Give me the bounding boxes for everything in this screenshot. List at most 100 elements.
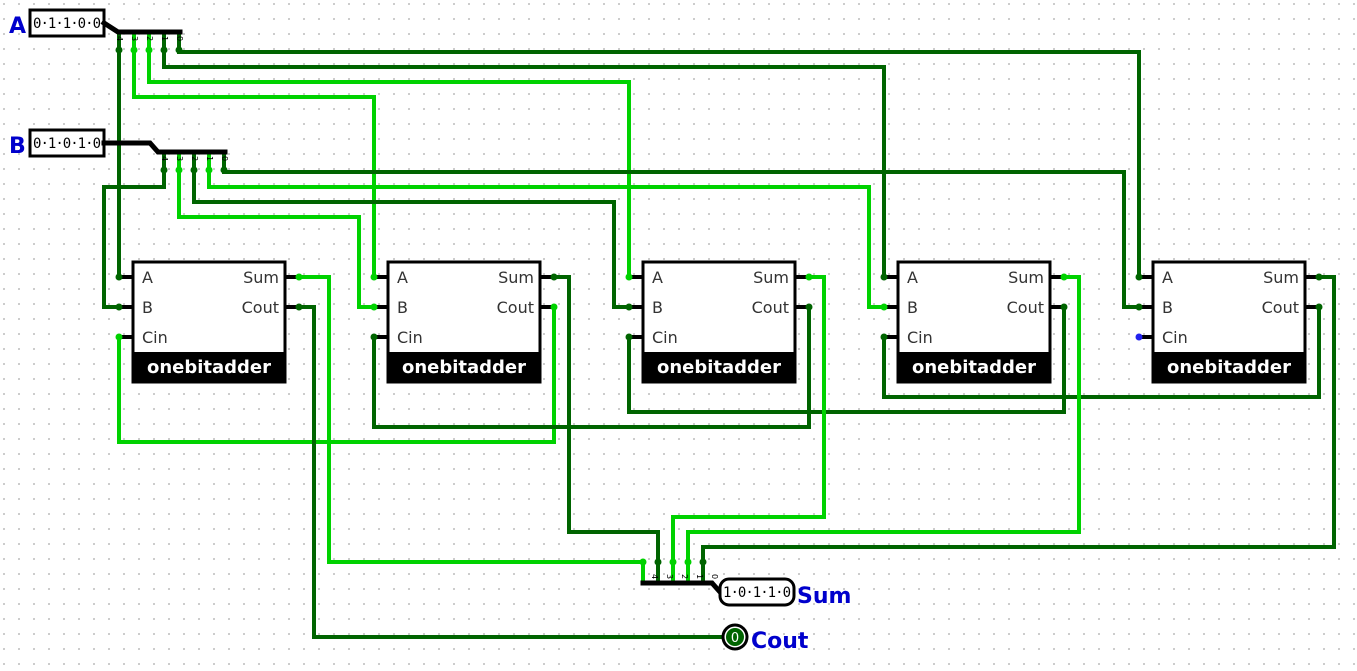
- junction-dot: [130, 46, 138, 54]
- splitter-b-index-1: 1: [205, 156, 214, 161]
- splitter-a-index-4: 4: [115, 36, 124, 41]
- pin-label-a: A: [652, 268, 663, 287]
- junction-dot: [205, 166, 213, 174]
- junction-dot: [145, 46, 153, 54]
- junction-dot: [370, 273, 378, 281]
- splitter-b-index-4: 4: [160, 156, 169, 161]
- junction-dot: [654, 558, 662, 566]
- pin-label-cin: Cin: [907, 328, 933, 347]
- junction-dot: [880, 273, 888, 281]
- wire-sum4[interactable]: [283, 275, 645, 582]
- junction-dot: [805, 273, 813, 281]
- junction-dot: [1315, 273, 1323, 281]
- wire-a4-to-adder0-a[interactable]: [117, 33, 135, 279]
- splitter-a-index-2: 2: [145, 36, 154, 41]
- wire-sum2[interactable]: [671, 275, 826, 582]
- pin-label-cin: Cin: [652, 328, 678, 347]
- junction-dot: [370, 333, 378, 341]
- pin-label-sum: Sum: [243, 268, 279, 287]
- input-a-bits: 0·1·1·0·0: [33, 16, 101, 32]
- adder-title-bar: [133, 352, 285, 382]
- input-b-label: B: [9, 134, 26, 159]
- junction-dot: [115, 273, 123, 281]
- adder-title-bar: [643, 352, 795, 382]
- junction-dot: [295, 273, 303, 281]
- output-pin-cout: 0 Cout: [721, 623, 809, 654]
- wire-sum3[interactable]: [538, 275, 660, 582]
- junction-dot: [625, 333, 633, 341]
- wire-sum0[interactable]: [701, 275, 1336, 582]
- junction-dot: [160, 166, 168, 174]
- input-a-label: A: [9, 14, 26, 39]
- junction-dot: [684, 558, 692, 566]
- splitter-b-bus: [101, 140, 228, 155]
- pin-label-sum: Sum: [753, 268, 789, 287]
- pin-label-b: B: [142, 298, 153, 317]
- junction-dot: [625, 273, 633, 281]
- pin-label-sum: Sum: [1263, 268, 1299, 287]
- adder-title-bar: [1153, 352, 1305, 382]
- pin-label-cin: Cin: [142, 328, 168, 347]
- adder-title: onebitadder: [402, 357, 526, 378]
- output-sum-bits: 1·0·1·1·0: [723, 585, 791, 601]
- splitter-a-index-0: 0: [175, 36, 184, 41]
- input-pin-a[interactable]: A 0·1·1·0·0: [9, 8, 106, 39]
- junction-dot: [115, 303, 123, 311]
- junction-dots: [115, 46, 1323, 566]
- junction-dot: [550, 303, 558, 311]
- junction-dot: [699, 558, 707, 566]
- wire-b1-to-adder3-b[interactable]: [207, 153, 900, 309]
- pin-label-a: A: [1162, 268, 1173, 287]
- wire-sum1[interactable]: [686, 275, 1081, 582]
- adder-title: onebitadder: [1167, 357, 1291, 378]
- junction-dot: [190, 166, 198, 174]
- junction-dot: [639, 558, 647, 566]
- splitter-sum-index-2: 2: [680, 574, 689, 579]
- output-cout-value: 0: [731, 631, 739, 646]
- wire-b3-to-adder1-b[interactable]: [177, 153, 390, 309]
- pin-label-cout: Cout: [1262, 298, 1299, 317]
- junction-dot: [1135, 273, 1143, 281]
- junction-dot: [1315, 303, 1323, 311]
- wire-a3-to-adder1-a[interactable]: [132, 33, 390, 279]
- pin-label-b: B: [1162, 298, 1173, 317]
- output-pin-sum: 1·0·1·1·0 Sum: [718, 577, 851, 609]
- pin-label-b: B: [397, 298, 408, 317]
- pin-label-a: A: [142, 268, 153, 287]
- junction-dot: [1060, 303, 1068, 311]
- splitter-sum-index-3: 3: [665, 574, 674, 579]
- junction-dot: [880, 333, 888, 341]
- splitter-b-index-2: 2: [190, 156, 199, 161]
- pin-label-cout: Cout: [1007, 298, 1044, 317]
- wire-b0-to-adder4-b[interactable]: [222, 153, 1155, 309]
- output-cout-label: Cout: [751, 629, 809, 654]
- pin-label-a: A: [397, 268, 408, 287]
- wire-b4-to-adder0-b[interactable]: [102, 153, 166, 309]
- junction-dot: [805, 303, 813, 311]
- pin-label-a: A: [907, 268, 918, 287]
- splitter-b-index-3: 3: [175, 156, 184, 161]
- junction-dot: [1135, 303, 1143, 311]
- output-sum-box: [718, 577, 796, 607]
- junction-dot: [175, 166, 183, 174]
- output-sum-label: Sum: [797, 584, 851, 609]
- input-pin-b[interactable]: B 0·1·0·1·0: [9, 128, 106, 159]
- splitter-sum-index-4: 4: [650, 574, 659, 579]
- junction-dot: [625, 303, 633, 311]
- wire-b2-to-adder2-b[interactable]: [192, 153, 645, 309]
- pin-label-cin: Cin: [1162, 328, 1188, 347]
- junction-dot: [220, 166, 228, 174]
- wire-a0-to-adder4-a[interactable]: [177, 33, 1155, 279]
- junction-dot: [295, 303, 303, 311]
- wire-a1-to-adder3-a[interactable]: [162, 33, 900, 279]
- junction-dot: [115, 46, 123, 54]
